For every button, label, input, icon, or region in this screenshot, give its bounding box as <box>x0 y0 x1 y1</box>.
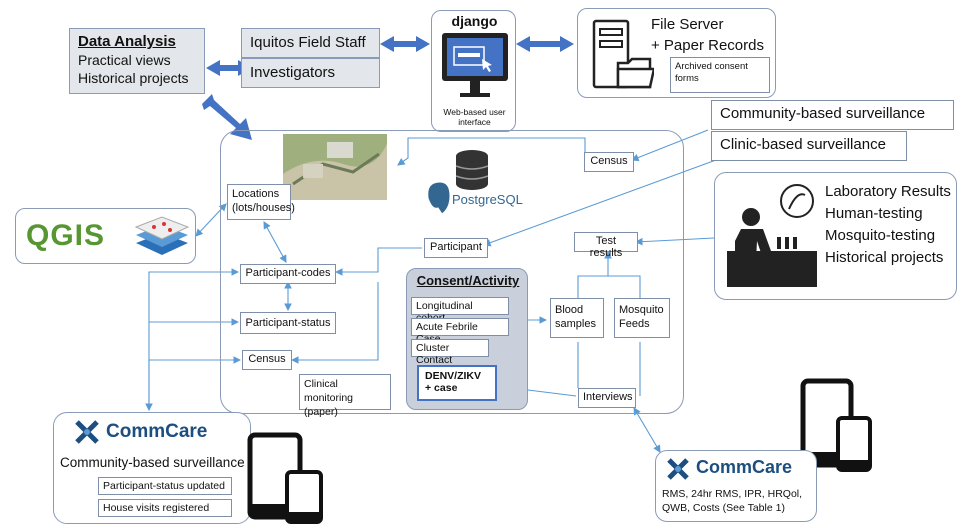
arrow-analysis-db <box>202 94 252 140</box>
django-caption: Web-based user interface <box>443 107 506 127</box>
consent-item-acute-febrile: Acute Febrile Case <box>411 318 509 345</box>
census-bottom-node: Census <box>242 350 292 370</box>
interviews-node: Interviews <box>578 388 636 408</box>
commcare-left-box: CommCare Community-based surveillance Pa… <box>53 412 251 524</box>
lab-line3: Mosquito-testing <box>825 227 936 244</box>
consent-item-longitudinal: Longitudinal cohort <box>411 297 509 324</box>
tablet-phone-icon-left <box>247 432 323 524</box>
tablet-phone-icon-right <box>800 378 872 472</box>
archived-consent-box: Archived consent forms <box>670 57 770 93</box>
postgresql-label: PostgreSQL <box>452 192 523 207</box>
census-top-node: Census <box>584 152 634 172</box>
arrow-django-fileserver <box>516 36 574 52</box>
data-analysis-box: Data Analysis Practical views Historical… <box>69 28 205 94</box>
community-surveillance-box: Community-based surveillance <box>711 100 954 130</box>
lab-results-box: Laboratory Results Human-testing Mosquit… <box>714 172 957 300</box>
monitor-icon <box>442 33 508 97</box>
lab-line2: Human-testing <box>825 205 923 222</box>
lab-scientist-icon <box>727 184 817 287</box>
participant-status-updated: Participant-status updated <box>98 477 232 495</box>
field-staff-box: Iquitos Field Staff <box>241 28 380 58</box>
investigators-box: Investigators <box>241 58 380 88</box>
consent-activity-panel: Consent/Activity Longitudinal cohort Acu… <box>406 268 528 410</box>
commcare-left-title: Community-based surveillance <box>60 455 245 470</box>
commcare-right-text: RMS, 24hr RMS, IPR, HRQol, QWB, Costs (S… <box>662 488 803 514</box>
qgis-box: QGIS <box>15 208 196 264</box>
map-image <box>283 134 387 200</box>
lab-line4: Historical projects <box>825 249 944 266</box>
qgis-layers-icon <box>134 216 190 255</box>
clinic-surveillance-box: Clinic-based surveillance <box>711 131 907 161</box>
data-analysis-title: Data Analysis <box>78 33 176 50</box>
arrow-staff-django <box>380 36 430 52</box>
commcare-right-box: CommCare RMS, 24hr RMS, IPR, HRQol, QWB,… <box>655 450 817 522</box>
house-visits-registered: House visits registered <box>98 499 232 517</box>
denv-zikv-case: DENV/ZIKV + case <box>417 365 497 401</box>
django-logo: django <box>451 13 498 29</box>
file-server-box: File Server + Paper Records Archived con… <box>577 8 776 98</box>
postgresql-icon <box>427 150 489 215</box>
clinical-monitoring-node: Clinical monitoring (paper) <box>299 374 391 418</box>
consent-title: Consent/Activity <box>416 273 520 288</box>
file-server-line1: File Server <box>651 16 724 33</box>
lab-line1: Laboratory Results <box>825 183 951 200</box>
commcare-right-logo-icon <box>667 458 689 480</box>
commcare-right-logo: CommCare <box>696 457 793 477</box>
arrow-analysis-staff <box>206 60 252 76</box>
django-box: django Web-based user interface <box>431 10 516 132</box>
file-server-line2: + Paper Records <box>651 37 764 54</box>
data-analysis-line2: Historical projects <box>78 70 189 86</box>
server-icon <box>592 19 654 89</box>
participant-status-node: Participant-status <box>240 312 336 334</box>
blood-samples-node: Blood samples <box>550 298 604 338</box>
participant-codes-node: Participant-codes <box>240 264 336 284</box>
commcare-left-logo-icon <box>75 420 99 444</box>
mosquito-feeds-node: Mosquito Feeds <box>614 298 670 338</box>
test-results-node: Test results <box>574 232 638 259</box>
block-arrows <box>202 36 574 140</box>
commcare-left-logo: CommCare <box>106 421 208 442</box>
participant-node: Participant <box>424 238 488 258</box>
database-container <box>220 130 684 414</box>
data-analysis-line1: Practical views <box>78 52 171 68</box>
consent-item-cluster: Cluster Contact <box>411 339 489 366</box>
locations-node: Locations (lots/houses) <box>227 184 295 220</box>
qgis-logo-text: QGIS <box>26 219 106 252</box>
